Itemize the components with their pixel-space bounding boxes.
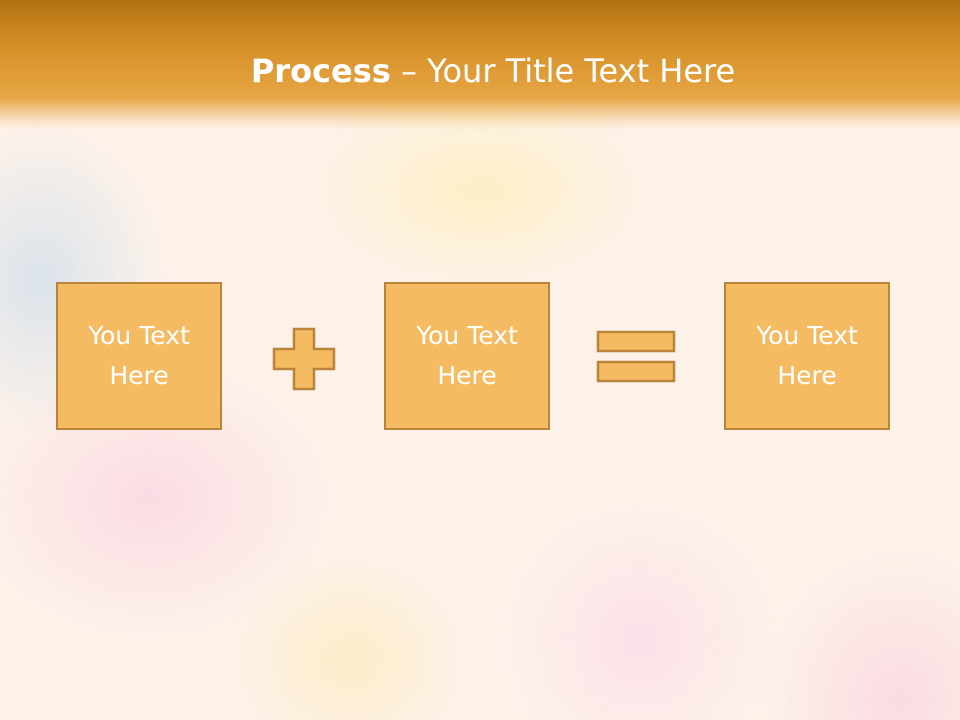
text-box-3: You Text Here [724,282,890,430]
title-bold: Process [250,52,391,90]
text-box-2: You Text Here [384,282,550,430]
title-bar [0,0,960,130]
equals-icon [596,330,676,383]
slide-title: Process – Your Title Text Here [0,52,960,90]
text-box-1: You Text Here [56,282,222,430]
title-rest: – Your Title Text Here [390,52,736,90]
plus-icon [272,327,336,391]
